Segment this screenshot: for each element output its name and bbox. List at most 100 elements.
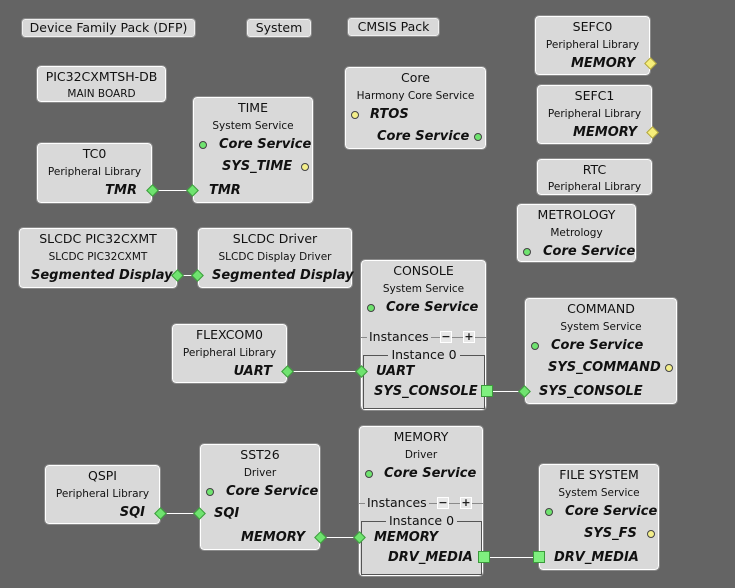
memory-port-label: MEMORY — [374, 530, 439, 545]
instance-0-group: Instance 0 UART SYS_CONSOLE — [363, 347, 485, 409]
core-service-port-icon[interactable] — [199, 141, 207, 149]
core-service-port-icon[interactable] — [545, 508, 553, 516]
node-subtitle: SLCDC Display Driver — [218, 251, 332, 263]
qspi-node[interactable]: QSPI Peripheral Library SQI — [44, 464, 161, 525]
sys-fs-port-icon[interactable] — [647, 530, 655, 538]
tmr-port-label: TMR — [105, 183, 137, 198]
cmsis-pack-button[interactable]: CMSIS Pack — [347, 17, 440, 37]
drv-media-port-label: DRV_MEDIA — [388, 550, 473, 565]
system-button[interactable]: System — [246, 18, 312, 38]
instances-row: Instances − + — [360, 329, 487, 344]
uart-port-label: UART — [233, 364, 272, 379]
flexcom0-node[interactable]: FLEXCOM0 Peripheral Library UART — [171, 323, 288, 384]
metrology-node[interactable]: METROLOGY Metrology Core Service — [516, 203, 637, 263]
core-service-port-label: Core Service — [386, 300, 479, 315]
node-title: SLCDC PIC32CXMT — [39, 231, 157, 246]
instance-0-label: Instance 0 — [362, 513, 481, 528]
sqi-connection — [160, 513, 200, 514]
add-instance-button[interactable]: + — [463, 330, 475, 343]
memory-port-label: MEMORY — [240, 530, 305, 545]
core-service-port-label: Core Service — [219, 137, 312, 152]
node-subtitle: System Service — [558, 487, 640, 499]
core-service-port-icon[interactable] — [474, 133, 482, 141]
core-service-port-icon[interactable] — [531, 342, 539, 350]
drv-media-connection — [490, 557, 538, 558]
memory-port-label: MEMORY — [570, 56, 635, 71]
node-title: FILE SYSTEM — [559, 467, 639, 482]
node-subtitle: SLCDC PIC32CXMT — [48, 251, 148, 263]
node-subtitle: Peripheral Library — [47, 166, 142, 178]
node-subtitle: System Service — [560, 321, 642, 333]
remove-instance-button[interactable]: − — [437, 496, 449, 509]
rtc-node[interactable]: RTC Peripheral Library — [536, 158, 653, 196]
core-service-port-label: Core Service — [543, 244, 636, 259]
tmr-connection — [152, 190, 193, 191]
rtos-port-icon[interactable] — [351, 111, 359, 119]
add-instance-button[interactable]: + — [460, 496, 472, 509]
core-service-port-icon[interactable] — [365, 470, 373, 478]
uart-connection — [287, 371, 361, 372]
file-system-node[interactable]: FILE SYSTEM System Service Core Service … — [538, 463, 660, 571]
instance-0-group: Instance 0 MEMORY DRV_MEDIA — [361, 513, 482, 575]
node-subtitle: Harmony Core Service — [356, 90, 475, 102]
core-service-port-icon[interactable] — [367, 304, 375, 312]
slcdc-driver-node[interactable]: SLCDC Driver SLCDC Display Driver Segmen… — [197, 227, 354, 289]
node-title: PIC32CXMTSH-DB — [45, 69, 158, 84]
core-service-port-label: Core Service — [377, 129, 470, 144]
sst26-node[interactable]: SST26 Driver Core Service SQI MEMORY — [199, 443, 321, 551]
remove-instance-button[interactable]: − — [440, 330, 452, 343]
console-sys-console-port-icon[interactable] — [481, 385, 493, 397]
rtos-port-label: RTOS — [370, 107, 409, 122]
node-title: METROLOGY — [537, 207, 616, 222]
node-title: CONSOLE — [393, 263, 454, 278]
instances-label: Instances — [365, 495, 429, 510]
core-service-port-label: Core Service — [226, 484, 319, 499]
uart-port-label: UART — [376, 364, 415, 379]
core-service-port-icon[interactable] — [523, 248, 531, 256]
sefc1-node[interactable]: SEFC1 Peripheral Library MEMORY — [536, 84, 653, 145]
command-node[interactable]: COMMAND System Service Core Service SYS_… — [524, 297, 678, 405]
sys-command-port-icon[interactable] — [665, 364, 673, 372]
node-subtitle: Peripheral Library — [545, 39, 640, 51]
node-subtitle: Peripheral Library — [182, 347, 277, 359]
node-title: COMMAND — [567, 301, 635, 316]
memory-node[interactable]: MEMORY Driver Core Service Instances − +… — [358, 425, 484, 577]
node-subtitle: Driver — [243, 467, 277, 479]
segmented-display-connection — [177, 275, 198, 276]
node-title: SST26 — [240, 447, 280, 462]
core-service-port-label: Core Service — [551, 338, 644, 353]
segmented-display-port-label: Segmented Display — [212, 268, 354, 283]
board-node[interactable]: PIC32CXMTSH-DB MAIN BOARD — [36, 65, 167, 103]
sefc0-node[interactable]: SEFC0 Peripheral Library MEMORY — [534, 15, 651, 76]
segmented-display-port-label: Segmented Display — [31, 268, 173, 283]
node-subtitle: System Service — [212, 120, 294, 132]
sqi-port-label: SQI — [214, 506, 240, 521]
node-title: SEFC0 — [572, 19, 613, 34]
sys-console-port-label: SYS_CONSOLE — [374, 384, 478, 399]
node-subtitle: Metrology — [550, 227, 603, 239]
instance-0-label: Instance 0 — [364, 347, 484, 362]
memory-connection — [320, 537, 359, 538]
node-title: TC0 — [82, 146, 107, 161]
sys-command-port-label: SYS_COMMAND — [548, 360, 661, 375]
time-node[interactable]: TIME System Service Core Service SYS_TIM… — [192, 96, 314, 204]
node-title: SLCDC Driver — [232, 231, 318, 246]
sys-time-port-label: SYS_TIME — [222, 159, 293, 174]
node-subtitle: Driver — [404, 449, 438, 461]
tc0-node[interactable]: TC0 Peripheral Library TMR — [36, 142, 153, 204]
dfp-button[interactable]: Device Family Pack (DFP) — [21, 18, 196, 38]
slcdc-node[interactable]: SLCDC PIC32CXMT SLCDC PIC32CXMT Segmente… — [18, 227, 178, 289]
node-title: RTC — [582, 162, 607, 177]
node-subtitle: Peripheral Library — [55, 488, 150, 500]
sys-time-port-icon[interactable] — [301, 163, 309, 171]
file-system-drv-media-port-icon[interactable] — [533, 551, 545, 563]
sys-console-port-label: SYS_CONSOLE — [539, 384, 643, 399]
core-node[interactable]: Core Harmony Core Service RTOS Core Serv… — [344, 66, 487, 150]
core-service-port-icon[interactable] — [206, 488, 214, 496]
memory-drv-media-port-icon[interactable] — [478, 551, 490, 563]
sqi-port-label: SQI — [119, 505, 145, 520]
node-title: FLEXCOM0 — [195, 327, 263, 342]
sys-console-connection — [492, 391, 525, 392]
console-node[interactable]: CONSOLE System Service Core Service Inst… — [360, 259, 487, 411]
node-title: Core — [401, 70, 430, 85]
